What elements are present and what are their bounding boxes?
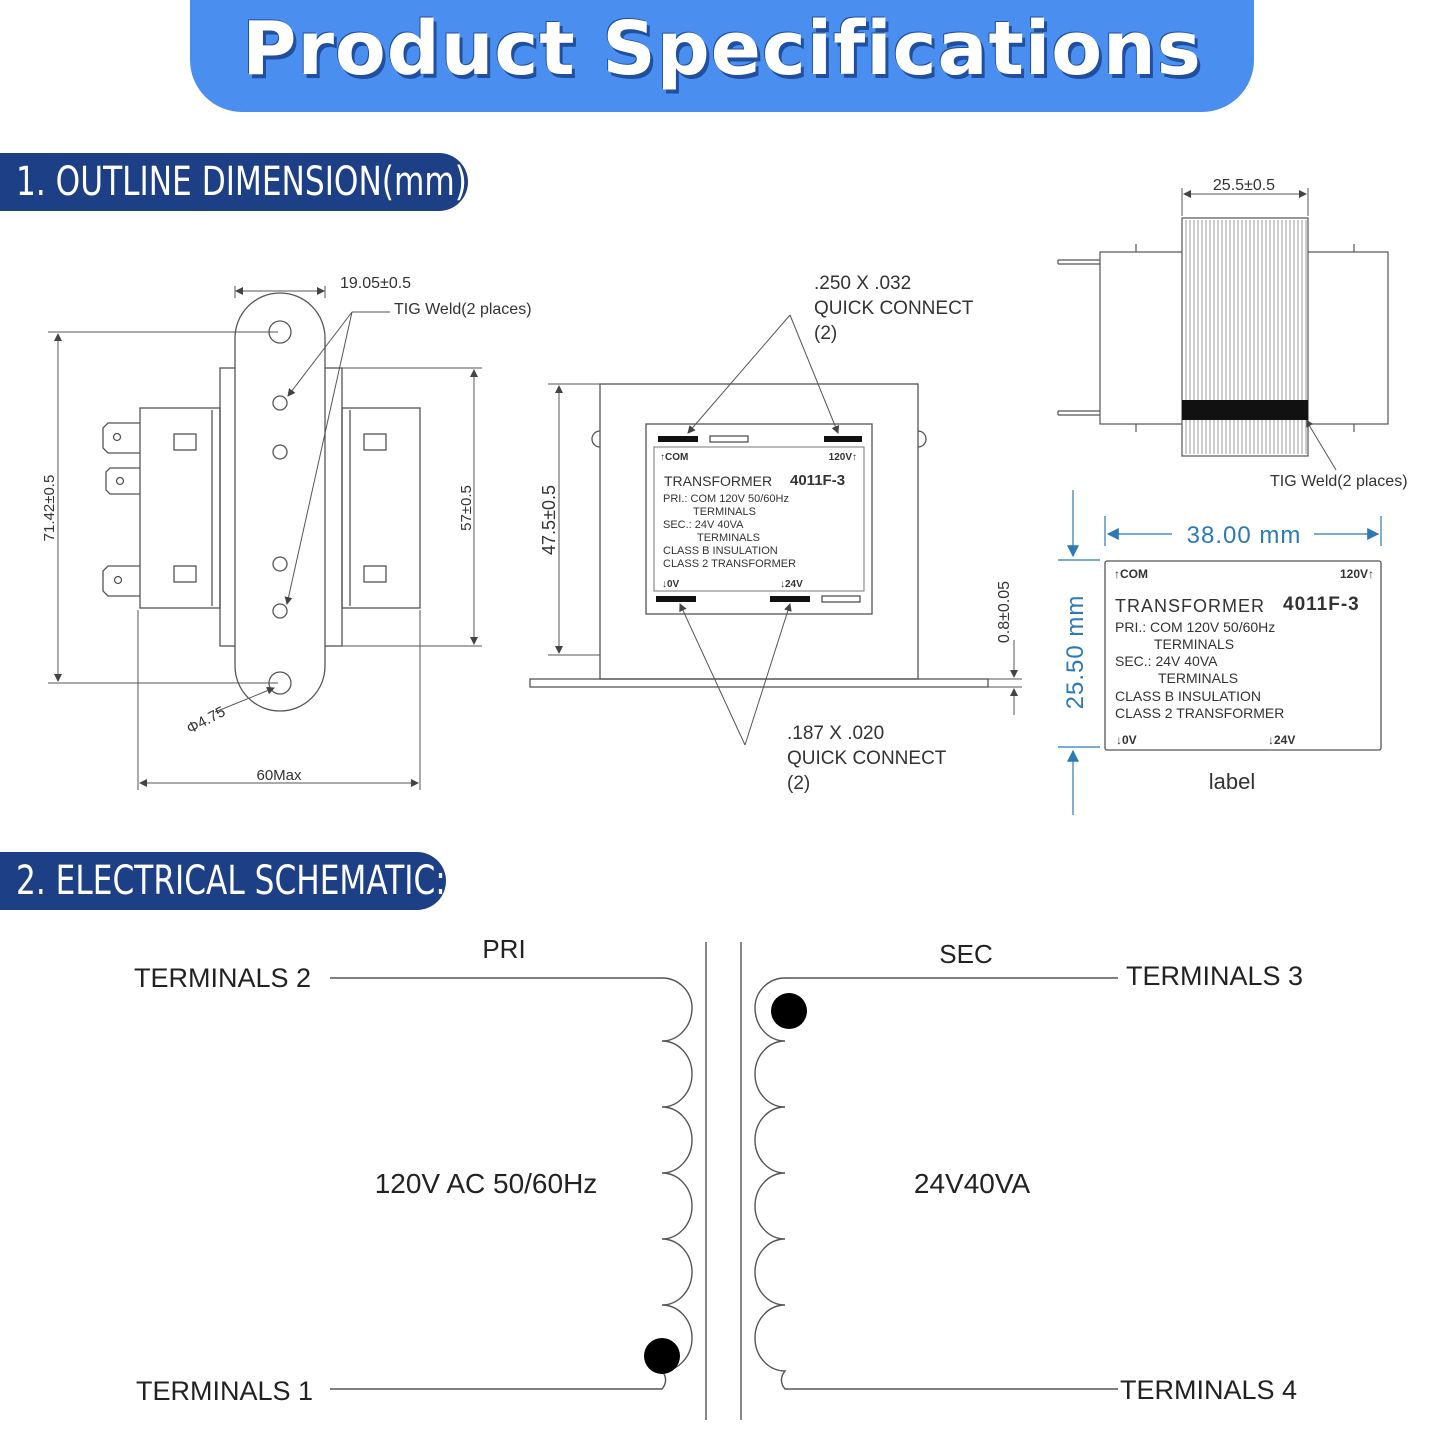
side-label-text: ↑COM 120V↑ TRANSFORMER 4011F-3 PRI.: COM… [660,452,857,590]
side-view-drawing [529,314,1022,746]
section-schematic-tab: 2. ELECTRICAL SCHEMATIC: [0,852,446,910]
side-label-0v: 0V [667,579,680,590]
schematic-sec-label: SEC [939,939,992,969]
side-label-pri: PRI.: COM 120V 50/60Hz [663,493,789,505]
side-label-class: CLASS 2 TRANSFORMER [663,558,796,570]
front-width-dim: 19.05±0.5 [340,275,411,292]
terminal-tab-3 [102,565,140,597]
svg-text:↓24V: ↓24V [1268,733,1295,747]
label-detail-0v: 0V [1122,733,1137,747]
side-label-model: 4011F-3 [790,472,845,489]
qc-top-count: (2) [814,323,837,344]
label-detail-sec-terminals: TERMINALS [1158,670,1238,686]
label-detail-com: COM [1120,567,1148,581]
svg-text:↑COM: ↑COM [660,452,688,463]
right-coil-block [341,407,421,609]
secondary-polarity-dot [771,993,807,1029]
svg-text:↓0V: ↓0V [662,579,680,590]
terminal-bar-com [658,436,698,442]
terminal-bar-24v [770,596,810,602]
schematic-pri-label: PRI [482,934,525,964]
left-coil-block [139,407,221,609]
section-outline-tab: 1. OUTLINE DIMENSION(mm): [0,153,477,211]
terminal-tab-2 [105,467,140,495]
terminal-3-label: TERMINALS 3 [1126,961,1303,991]
label-detail-model-prefix: TRANSFORMER [1115,596,1265,616]
terminal-tab-1 [102,422,140,454]
label-detail-dimensions [1058,490,1382,815]
label-detail-24v: 24V [1274,733,1295,747]
svg-text:120V↑: 120V↑ [829,452,857,463]
side-plate-dim: 0.8±0.05 [996,581,1013,643]
page-title: Product Specifications [242,6,1202,92]
front-max-width-dim: 60Max [256,767,302,784]
title-banner: Product Specifications [190,0,1254,112]
label-detail-pri-terminals: TERMINALS [1154,636,1234,652]
primary-rating: 120V AC 50/60Hz [375,1168,598,1199]
label-detail-class: CLASS 2 TRANSFORMER [1115,705,1284,721]
label-detail-insulation: CLASS B INSULATION [1115,688,1261,704]
front-hole-dim: Φ4.75 [184,703,228,737]
side-height-dim: 47.5±0.5 [539,485,559,555]
secondary-rating: 24V40VA [914,1168,1031,1199]
side-label-com: COM [665,452,688,463]
label-width-dim: 38.00 mm [1187,522,1302,549]
label-detail-sec: SEC.: 24V 40VA [1115,653,1218,669]
side-label-sec: SEC.: 24V 40VA [663,519,744,531]
primary-polarity-dot [644,1338,680,1374]
side-label-pri-terminals: TERMINALS [693,506,756,518]
side-label-model-prefix: TRANSFORMER [664,473,772,489]
label-detail-model: 4011F-3 [1283,594,1360,615]
label-detail-120v: 120V [1340,567,1368,581]
svg-text:↓24V: ↓24V [780,579,803,590]
tig-weld-band [1182,400,1308,420]
side-label-plate [645,423,873,615]
label-detail-text: ↑COM 120V↑ TRANSFORMER 4011F-3 PRI.: COM… [1114,567,1374,747]
label-height-dim: 25.50 mm [1062,595,1089,710]
svg-text:120V↑: 120V↑ [1340,567,1374,581]
qc-top-size: .250 X .032 [814,273,911,294]
label-caption: label [1209,769,1255,794]
side-label-insulation: CLASS B INSULATION [663,545,778,557]
svg-text:TRANSFORMER: TRANSFORMER [664,473,772,489]
front-tig-weld-note: TIG Weld(2 places) [394,301,532,318]
svg-text:↑COM: ↑COM [1114,567,1148,581]
top-tig-weld-note: TIG Weld(2 places) [1270,473,1408,490]
top-width-dim: 25.5±0.5 [1213,177,1275,194]
terminal-4-label: TERMINALS 4 [1120,1375,1297,1405]
qc-top-label: QUICK CONNECT [814,298,974,319]
qc-bottom-label: QUICK CONNECT [787,748,947,769]
schematic-drawing [330,942,1118,1420]
svg-text:↓0V: ↓0V [1116,733,1137,747]
terminal-bar-120v [824,436,862,442]
qc-bottom-size: .187 X .020 [787,723,884,744]
side-label-24v: 24V [785,579,803,590]
terminal-2-label: TERMINALS 2 [134,963,311,993]
terminal-1-label: TERMINALS 1 [136,1376,313,1406]
side-label-120v: 120V [829,452,853,463]
top-lamination-stack [1181,217,1309,457]
section-schematic-label: 2. ELECTRICAL SCHEMATIC: [16,858,446,904]
top-view-drawing [1057,188,1389,471]
mounting-strap [234,292,326,712]
terminal-bar-0v [656,596,696,602]
side-label-sec-terminals: TERMINALS [697,532,760,544]
base-plate [529,678,989,688]
label-detail-plate [1104,560,1382,751]
front-height-dim: 71.42±0.5 [41,475,58,542]
section-outline-label: 1. OUTLINE DIMENSION(mm): [16,159,478,205]
qc-bottom-count: (2) [787,773,810,794]
front-core-height-dim: 57±0.5 [458,485,475,531]
front-view-drawing [48,286,482,790]
secondary-winding [754,977,1118,1390]
primary-winding [330,977,693,1390]
label-detail-pri: PRI.: COM 120V 50/60Hz [1115,619,1275,635]
